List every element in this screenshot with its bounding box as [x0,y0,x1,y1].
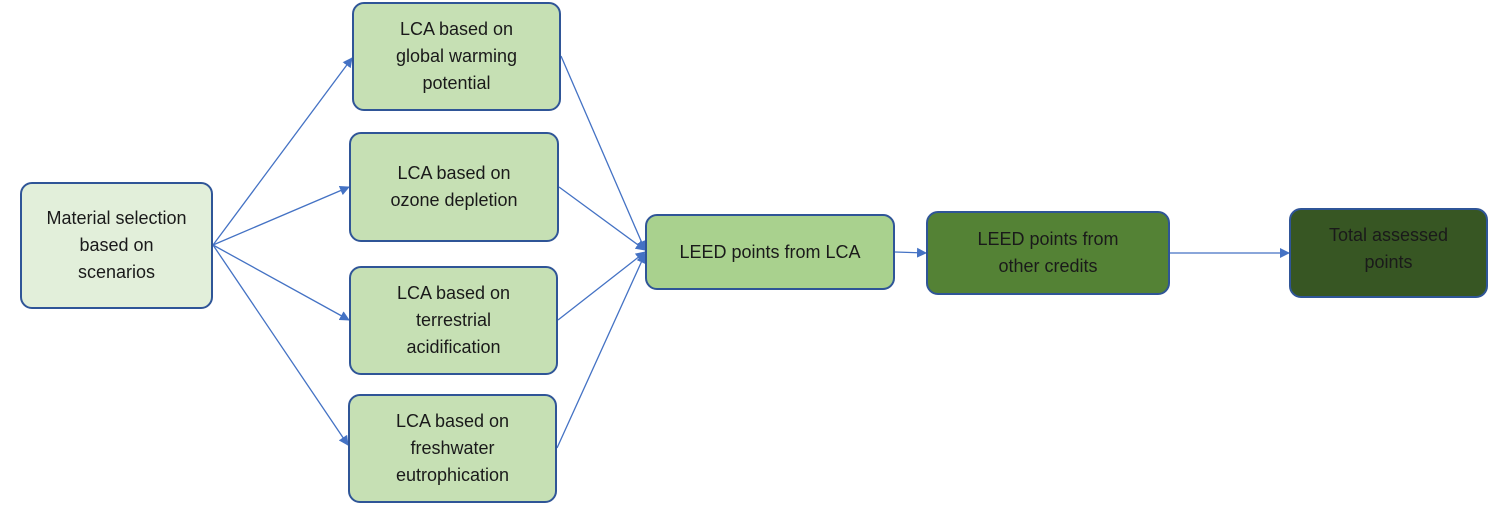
node-leed-points-other-label: LEED points from other credits [977,229,1119,276]
node-lca-global-warming: LCA based on global warming potential [352,2,561,111]
edge-gwp-lca [560,55,647,251]
node-leed-points-lca-label: LEED points from LCA [679,241,861,262]
edge-terrestrial-lca [557,251,646,321]
edge-lca-other [894,247,927,258]
edge-material-terrestrial [212,244,350,321]
node-lca-global-warming-label: LCA based on global warming potential [395,19,518,93]
edge-material-ozone [212,185,350,246]
node-material-selection: Material selection based on scenarios [20,182,213,309]
node-lca-ozone-depletion-label: LCA based on ozone depletion [390,163,518,210]
node-lca-terrestrial-acidification: LCA based on terrestrial acidification [349,266,558,375]
edge-material-gwp [212,57,353,246]
edge-ozone-lca [558,186,646,251]
node-lca-freshwater-eutrophication: LCA based on freshwater eutrophication [348,394,557,503]
node-total-assessed-points-label: Total assessed points [1328,225,1449,272]
node-material-selection-label: Material selection based on scenarios [46,208,187,282]
edge-freshwater-lca [556,253,646,449]
node-lca-ozone-depletion: LCA based on ozone depletion [349,132,559,242]
edge-material-freshwater [212,244,349,446]
node-lca-terrestrial-acidification-label: LCA based on terrestrial acidification [396,283,511,357]
node-total-assessed-points: Total assessed points [1289,208,1488,298]
node-leed-points-lca: LEED points from LCA [645,214,895,290]
node-leed-points-other: LEED points from other credits [926,211,1170,295]
node-lca-freshwater-eutrophication-label: LCA based on freshwater eutrophication [395,411,510,485]
